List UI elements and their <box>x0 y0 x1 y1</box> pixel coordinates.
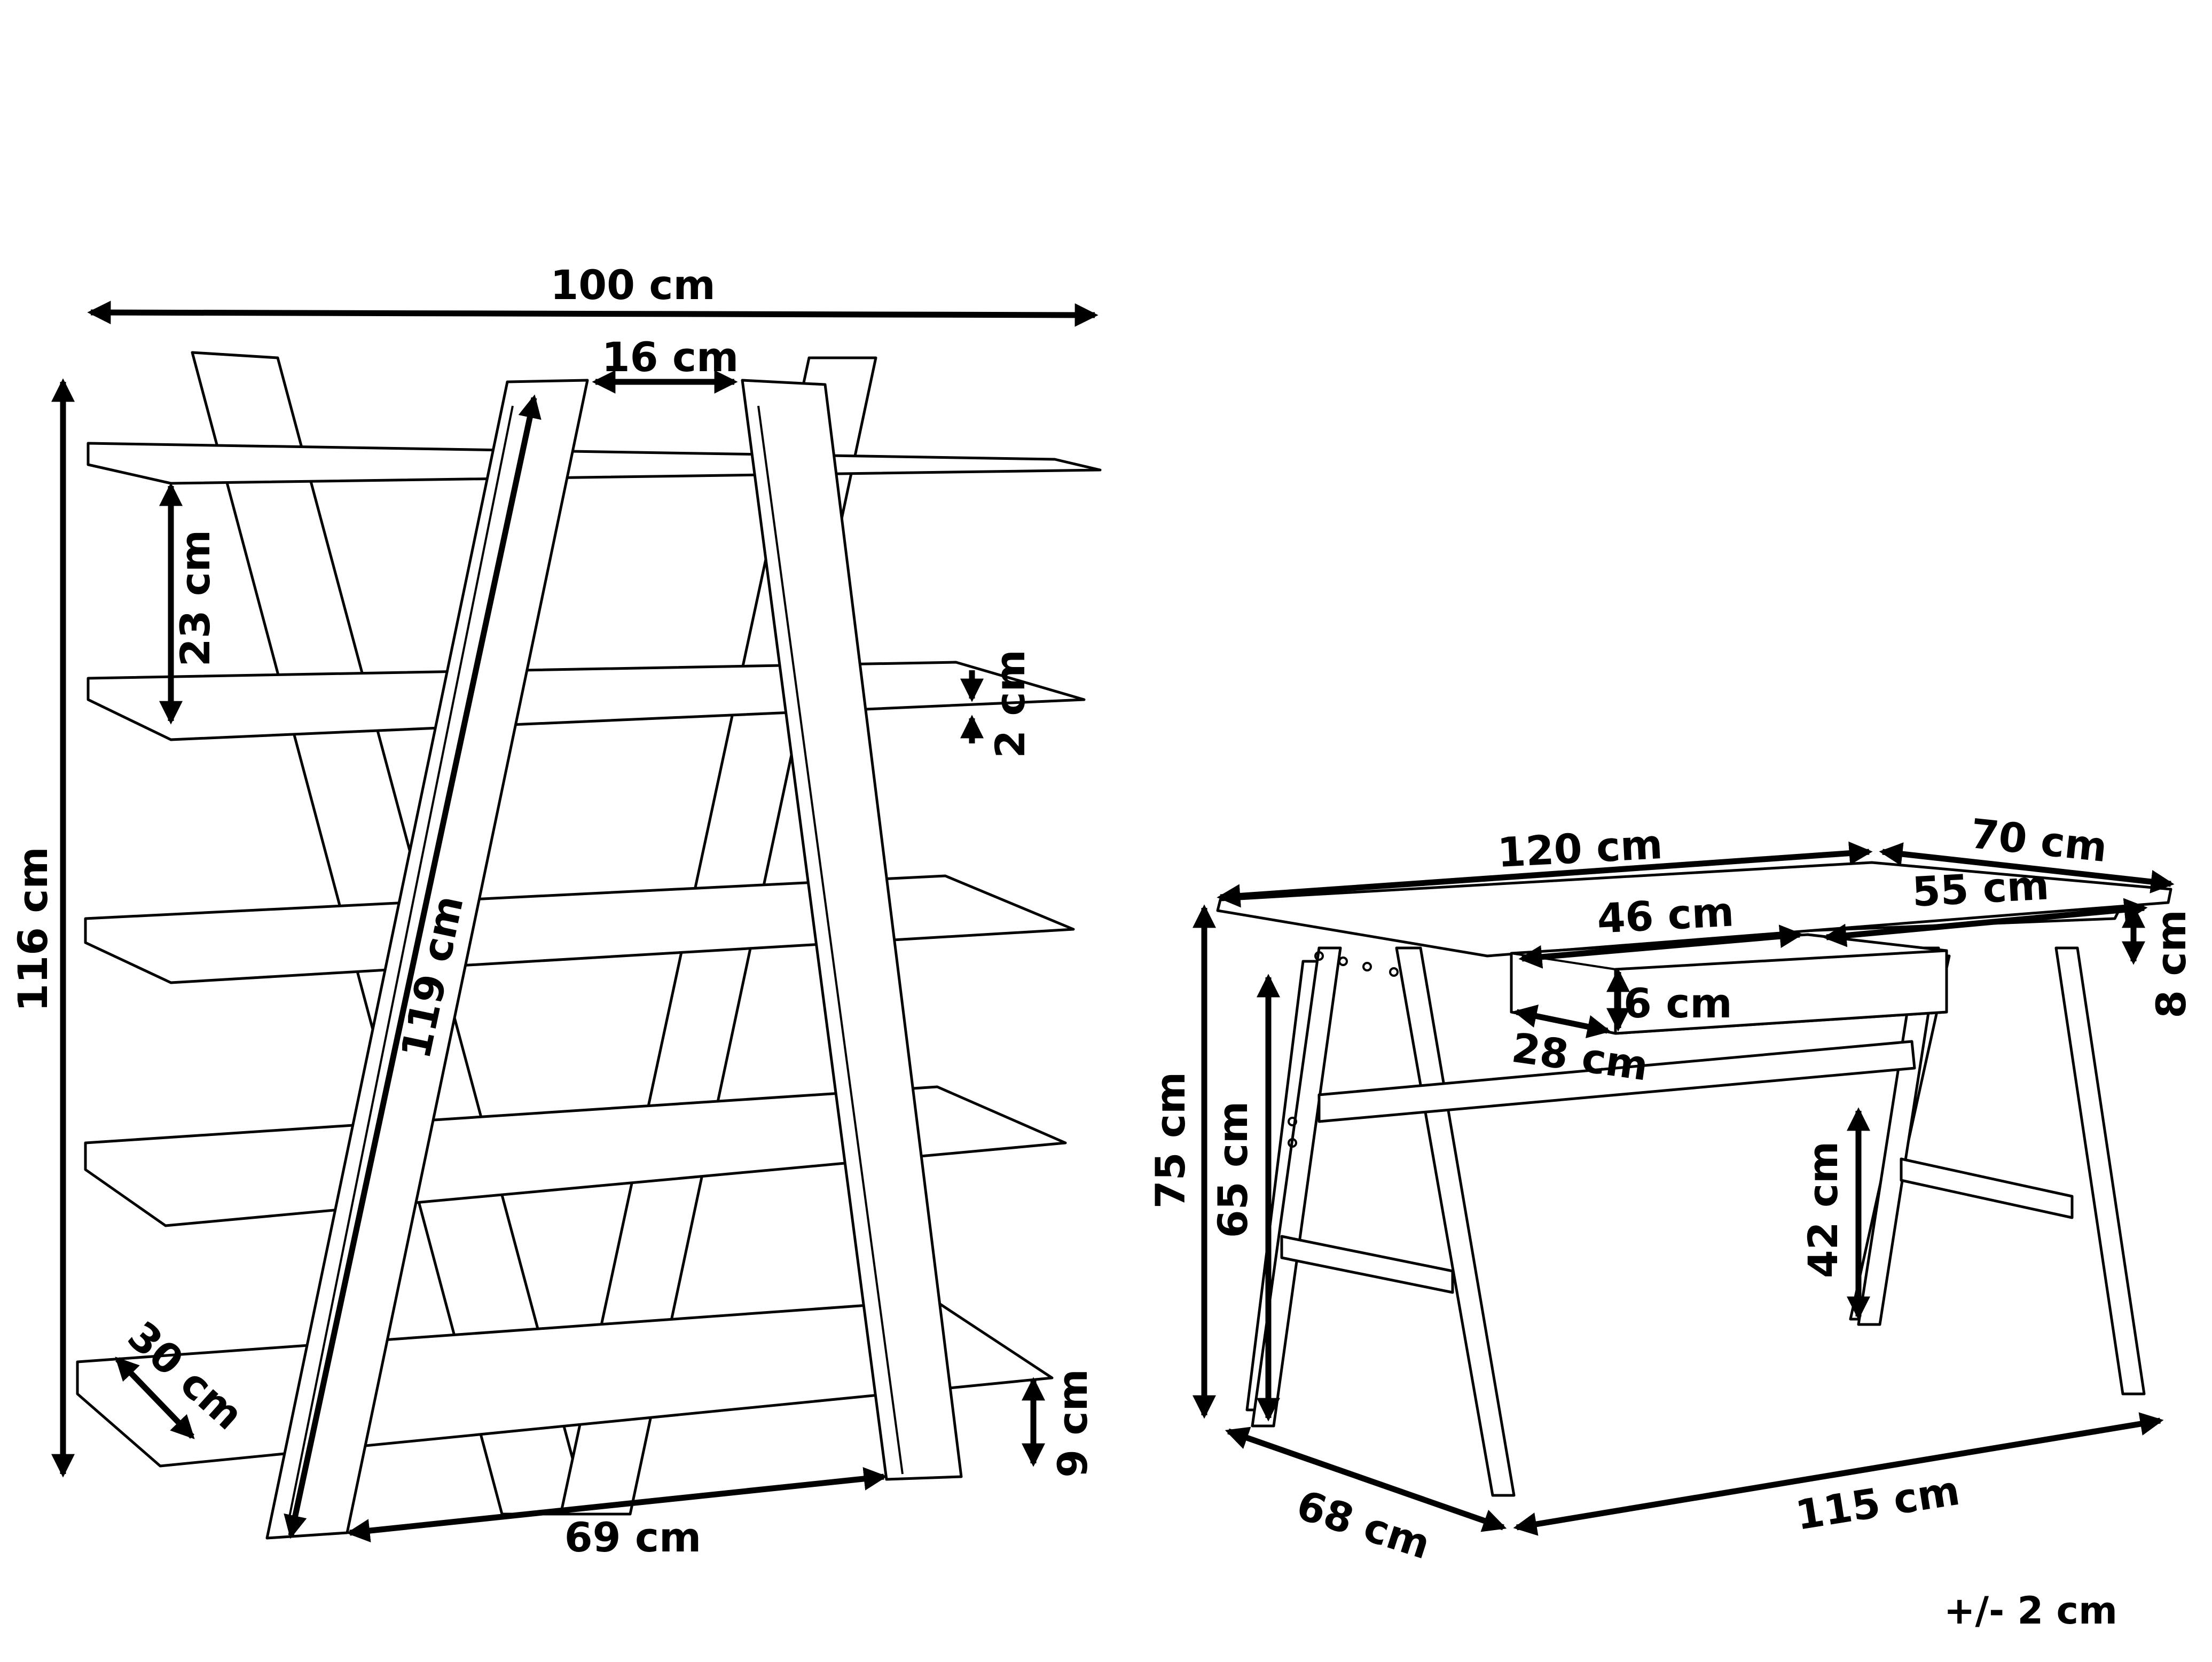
dim-shelf-leg-length <box>284 394 542 1539</box>
label-shelf-thickness: 2 cm <box>986 649 1034 758</box>
dim-desk-leg-depth <box>1225 1426 1507 1532</box>
label-shelf-top-width: 16 cm <box>602 333 739 381</box>
desk-dimension-lines <box>1193 841 2175 1536</box>
label-desk-height: 75 cm <box>1147 1072 1194 1209</box>
desk-front-legs <box>1251 946 2146 1497</box>
dim-desk-depth <box>1879 842 2175 893</box>
dim-shelf-depth <box>115 1357 195 1439</box>
label-shelf-base-width: 69 cm <box>564 1514 701 1561</box>
desk-drawing: 120 cm 70 cm 46 cm 55 cm 8 cm 6 cm 28 cm… <box>1147 810 2195 1569</box>
dim-desk-drawer-length <box>1518 924 1803 969</box>
tolerance-note: +/- 2 cm <box>1944 1589 2117 1633</box>
dim-desk-length <box>1217 841 1873 908</box>
shelf-dimension-lines <box>51 301 1099 1542</box>
shelf-boards <box>76 442 1102 1468</box>
label-shelf-bottom-clearance: 9 cm <box>1049 1369 1096 1478</box>
dim-shelf-base-width <box>346 1467 888 1542</box>
label-desk-drawer-inner-height: 6 cm <box>1623 979 1732 1027</box>
dim-desk-drawer-depth <box>1823 898 2148 947</box>
label-desk-under-clearance: 65 cm <box>1209 1101 1257 1238</box>
label-desk-drawer-depth: 55 cm <box>1911 861 2050 915</box>
desk-dowel-holes <box>1288 951 1399 1148</box>
label-desk-drawer-length: 46 cm <box>1596 888 1735 942</box>
desk-stretchers <box>1280 1040 2074 1294</box>
label-desk-drawer-outer-height: 8 cm <box>2147 910 2195 1018</box>
label-desk-crossbar-height: 42 cm <box>1799 1141 1847 1278</box>
label-shelf-spacing: 23 cm <box>171 530 219 667</box>
label-shelf-total-width: 100 cm <box>550 261 715 309</box>
shelf-drawing: 100 cm 16 cm 116 cm 23 cm 119 cm 69 cm 3… <box>9 261 1102 1561</box>
dim-desk-leg-span <box>1513 1412 2164 1536</box>
label-desk-length: 120 cm <box>1496 820 1664 876</box>
dim-desk-drawer-width <box>1513 1004 1611 1039</box>
dim-shelf-total-width <box>87 301 1099 327</box>
label-shelf-height: 116 cm <box>9 846 57 1012</box>
